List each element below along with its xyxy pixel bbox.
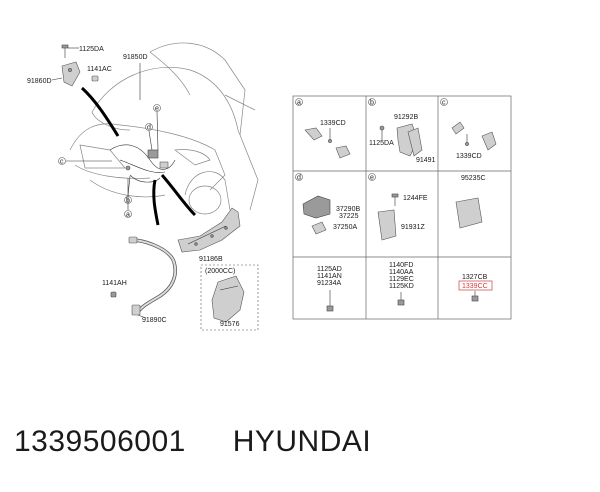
car-letter-e: e	[155, 106, 159, 113]
table-cell-g: 1125AD 1141AN 91234A	[317, 266, 342, 312]
car-letter-a: a	[126, 212, 130, 219]
cell-h-label-1: 1140AA	[389, 269, 414, 276]
cell-i-label-0: 1327CB	[462, 274, 488, 281]
callout-2000cc: (2000CC)	[205, 268, 235, 275]
callout-1141ac: 1141AC	[87, 66, 112, 73]
cell-g-label-2: 91234A	[317, 280, 341, 287]
cell-e-letter: e	[370, 175, 374, 182]
clip-1141ac	[91, 75, 99, 82]
bracket-91860d	[61, 61, 81, 87]
product-footer: 1339506001 HYUNDAI	[14, 425, 594, 475]
table-cell-f: 95235C	[455, 175, 486, 229]
cell-c-letter: c	[442, 100, 446, 107]
protector-91576	[211, 275, 245, 323]
cell-a-letter: a	[297, 100, 301, 107]
cell-e-label-0: 1244FE	[403, 195, 428, 202]
vehicle-outline	[69, 42, 259, 215]
highlight-box-1339cc	[458, 280, 493, 291]
brand-name: HYUNDAI	[232, 425, 372, 458]
part-number: 1339506001	[14, 425, 186, 458]
cell-h-label-0: 1140FD	[389, 262, 413, 269]
car-letter-d: d	[147, 125, 151, 132]
callout-91186b: 91186B	[199, 256, 223, 263]
cell-c-label-0: 1339CD	[456, 153, 482, 160]
car-letter-markers: e d c b a	[58, 104, 161, 219]
table-cell-h: 1140FD 1140AA 1129EC 1125KD	[389, 262, 414, 306]
car-letter-c: c	[60, 159, 64, 166]
cell-i-highlight: 1339CC	[462, 283, 488, 290]
table-cell-c: c 1339CD	[440, 98, 497, 160]
parts-table	[292, 95, 512, 320]
cell-h-label-2: 1129EC	[389, 276, 414, 283]
cell-b-label-0: 91292B	[394, 114, 418, 121]
callout-91576: 91576	[220, 321, 240, 328]
table-cell-b: b 91292B 1125DA 91491	[368, 98, 436, 164]
table-cell-i: 1327CB 1339CC	[458, 274, 493, 302]
cell-b-letter: b	[370, 100, 374, 107]
cell-e-label-1: 91931Z	[401, 224, 425, 231]
callout-1125da-top: 1125DA	[79, 46, 104, 53]
cell-g-label-0: 1125AD	[317, 266, 342, 273]
cell-f-title: 95235C	[461, 175, 486, 182]
cell-a-label-0: 1339CD	[320, 120, 346, 127]
callout-91890c: 91890C	[142, 317, 167, 324]
cell-d-label-0: 37290B	[336, 206, 360, 213]
variant-box-2000cc	[200, 264, 259, 331]
callout-91860d: 91860D	[27, 78, 52, 85]
bolt-1125da	[61, 44, 69, 58]
callout-91850d: 91850D	[123, 54, 148, 61]
callout-1141ah: 1141AH	[102, 280, 127, 287]
cell-d-letter: d	[297, 175, 301, 182]
clip-1141ah	[110, 291, 117, 298]
cell-h-label-3: 1125KD	[389, 283, 414, 290]
harness-91890c	[128, 236, 177, 316]
cell-b-label-1: 1125DA	[369, 140, 394, 147]
table-cell-d: d 37290B 37225 37250A	[295, 173, 360, 235]
cell-d-label-2: 37250A	[333, 224, 357, 231]
cell-g-label-1: 1141AN	[317, 273, 342, 280]
table-cell-a: a 1339CD	[295, 98, 351, 159]
engine-harness	[109, 144, 176, 183]
parts-diagram: e d c b a 1125DA 91850D	[27, 42, 512, 331]
protector-91186b	[177, 207, 241, 253]
cell-d-label-1: 37225	[339, 213, 359, 220]
cell-b-label-2: 91491	[416, 157, 436, 164]
table-cell-e: e 1244FE 91931Z	[368, 173, 428, 241]
